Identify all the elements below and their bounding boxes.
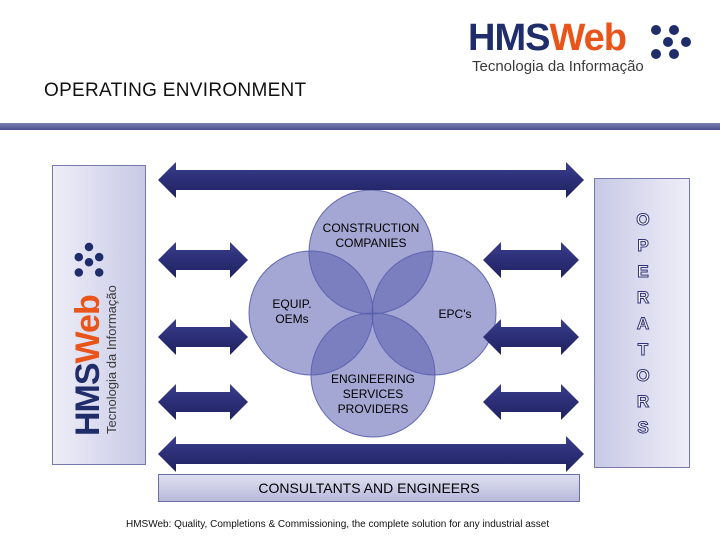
operators-letter: R xyxy=(636,288,650,308)
operators-letter: T xyxy=(637,340,649,360)
operators-letter: A xyxy=(636,314,650,334)
chevron-dots-icon xyxy=(651,25,691,59)
operators-letter: E xyxy=(637,262,649,282)
operators-letter: P xyxy=(637,236,649,256)
operators-letter: O xyxy=(636,210,650,230)
label-epcs: EPC's xyxy=(438,307,472,321)
left-arrow-2 xyxy=(158,319,248,355)
left-arrow-3 xyxy=(158,384,248,420)
operators-letters: O P E R A T O R S xyxy=(595,207,691,441)
footer-caption: HMSWeb: Quality, Completions & Commissio… xyxy=(126,519,550,530)
page-title: OPERATING ENVIRONMENT xyxy=(44,80,307,101)
consultants-bar: CONSULTANTS AND ENGINEERS xyxy=(158,474,580,502)
right-arrow-3 xyxy=(483,384,579,420)
company-logo: HMSWeb Tecnologia da Informação xyxy=(468,18,708,80)
label-construction-companies: CONSTRUCTION COMPANIES xyxy=(322,221,420,250)
logo-tagline: Tecnologia da Informação xyxy=(472,58,644,75)
operators-letter: R xyxy=(636,392,650,412)
right-arrow-1 xyxy=(483,242,579,278)
vertical-logo: HMSWeb Tecnologia da Informação xyxy=(69,166,130,466)
title-divider xyxy=(0,123,720,130)
operators-letter: O xyxy=(636,366,650,386)
right-arrow-2 xyxy=(483,319,579,355)
left-logo-panel: HMSWeb Tecnologia da Informação xyxy=(52,165,146,465)
bottom-double-arrow xyxy=(158,436,584,472)
circle-engineering xyxy=(310,312,436,438)
label-engineering-services: ENGINEERING SERVICES PROVIDERS xyxy=(330,372,415,416)
logo-wordmark: HMSWeb xyxy=(468,17,627,59)
label-equip-oems: EQUIP. OEMs xyxy=(272,297,312,326)
vertical-chevron-dots-icon xyxy=(74,242,104,277)
operators-letter: S xyxy=(637,418,649,438)
left-arrow-1 xyxy=(158,242,248,278)
top-double-arrow xyxy=(158,162,584,198)
operators-panel: O P E R A T O R S xyxy=(594,178,690,468)
